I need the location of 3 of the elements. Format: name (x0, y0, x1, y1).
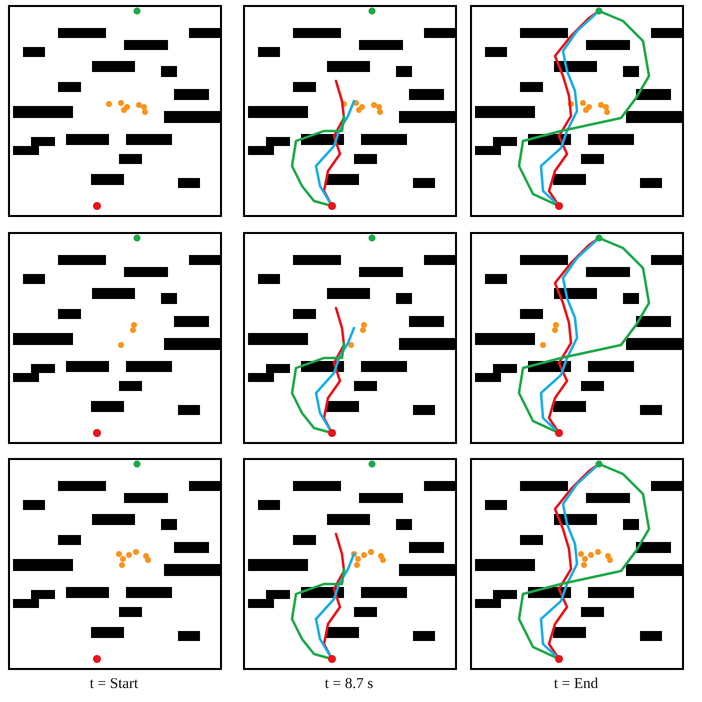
time-label: t = Start (88, 676, 140, 693)
time-label: t = End (552, 676, 600, 693)
time-label: t = 8.7 s (324, 676, 374, 693)
